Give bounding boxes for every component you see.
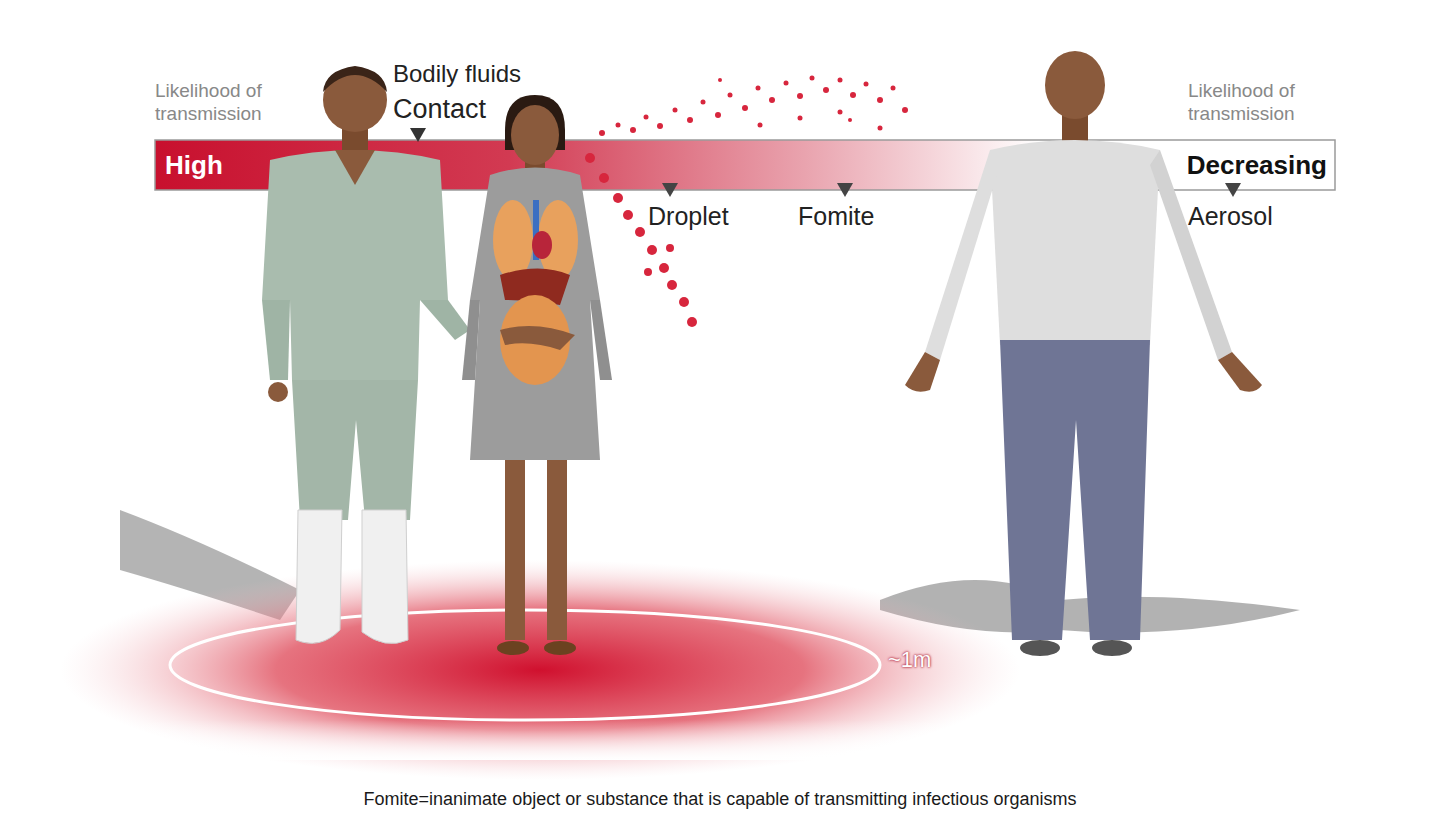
distance-label: ~1m [888,647,931,673]
route-label: Droplet [648,201,729,231]
route-label: Aerosol [1188,201,1273,231]
route-label: Bodily fluids [393,60,521,89]
axis-label: Likelihood of transmission [155,80,315,126]
level-high: High [165,152,223,178]
likelihood-band: High Decreasing [155,140,1335,190]
caption: Fomite=inanimate object or substance tha… [0,789,1440,810]
axis-label: Likelihood of transmission [1188,80,1348,126]
route-label: Contact [393,93,486,125]
level-decreasing: Decreasing [1187,152,1327,178]
route-label: Fomite [798,201,874,231]
